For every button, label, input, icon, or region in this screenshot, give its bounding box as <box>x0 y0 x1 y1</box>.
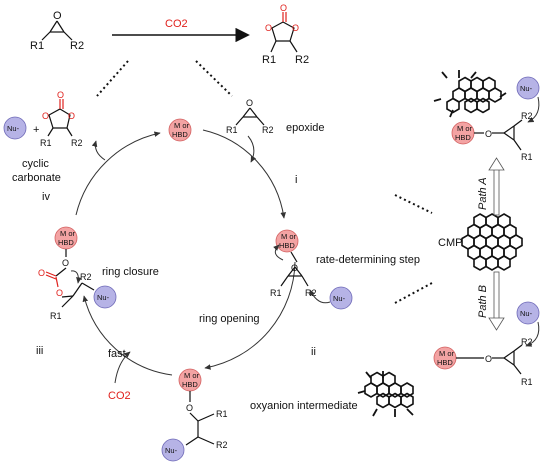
catalytic-cycle <box>75 129 296 376</box>
top-cyclic-carbonate: O O O R1 R2 <box>262 3 309 66</box>
product-nu-label: Nu- <box>7 124 20 133</box>
svg-text:O: O <box>57 90 64 100</box>
cmp-center: CMP <box>438 213 523 271</box>
catalyst-label-1: M or <box>174 121 190 130</box>
path-a-complex: Nu- M or HBD O R2 R1 <box>433 70 540 162</box>
svg-text:M or: M or <box>60 229 76 238</box>
arc-step-iii <box>82 295 173 376</box>
cyclic-carbonate-label-line1: cyclic <box>22 158 49 170</box>
fast-label: fast <box>108 348 126 360</box>
svg-text:O: O <box>280 3 287 13</box>
svg-text:O: O <box>62 258 69 268</box>
top-epoxide: O R1 R2 <box>30 10 84 52</box>
path-a: Path A <box>477 157 505 216</box>
svg-text:R2: R2 <box>71 138 83 148</box>
dotted-connector-path-a <box>394 194 433 214</box>
svg-text:HBD: HBD <box>279 241 295 250</box>
cyclic-carbonate-label-line2: carbonate <box>12 172 61 184</box>
arc-step-i <box>202 129 286 219</box>
svg-text:R2: R2 <box>295 54 309 66</box>
path-a-label: Path A <box>477 177 489 210</box>
top-co2-label: CO2 <box>165 18 188 30</box>
svg-text:O: O <box>38 268 45 278</box>
svg-text:O: O <box>265 23 272 33</box>
curved-arrow-co2-in <box>114 351 131 384</box>
svg-text:O: O <box>292 23 299 33</box>
svg-text:R2: R2 <box>80 272 92 282</box>
svg-text:O: O <box>291 263 298 273</box>
svg-text:HBD: HBD <box>58 238 74 247</box>
svg-text:R1: R1 <box>262 54 276 66</box>
svg-text:R2: R2 <box>262 125 274 135</box>
epoxide-label: epoxide <box>286 122 325 134</box>
ring-closure-label: ring closure <box>102 266 159 278</box>
svg-text:M or: M or <box>281 232 297 241</box>
path-b-complex: M or HBD O R2 R1 Nu- <box>357 301 540 417</box>
svg-text:Nu-: Nu- <box>97 293 110 302</box>
svg-text:R2: R2 <box>216 440 228 450</box>
svg-text:+: + <box>33 124 39 136</box>
svg-text:Nu-: Nu- <box>520 309 533 318</box>
svg-text:R1: R1 <box>270 288 282 298</box>
svg-text:R2: R2 <box>305 288 317 298</box>
svg-text:O: O <box>485 354 492 364</box>
dotted-connector-left <box>96 60 129 97</box>
svg-text:R1: R1 <box>40 138 52 148</box>
cmp-label: CMP <box>438 237 462 249</box>
svg-text:O: O <box>68 111 75 121</box>
svg-text:Nu-: Nu- <box>520 84 533 93</box>
svg-text:Nu-: Nu- <box>333 294 346 303</box>
svg-text:R1: R1 <box>226 125 238 135</box>
svg-text:R1: R1 <box>521 377 533 387</box>
substrate-epoxide: O R1 R2 epoxide <box>226 98 325 135</box>
product-cyclic-carbonate: Nu- + O O O R1 R2 cyclic carbonate <box>3 90 83 184</box>
svg-text:HBD: HBD <box>455 133 471 142</box>
dotted-connector-path-b <box>394 282 433 304</box>
svg-text:R1: R1 <box>50 311 62 321</box>
ring-opening-label: ring opening <box>199 313 260 325</box>
curved-arrow-carbonate-out <box>91 140 106 161</box>
svg-text:O: O <box>485 129 492 139</box>
svg-text:O: O <box>186 403 193 413</box>
rate-determining-step-label: rate-determining step <box>316 254 420 266</box>
svg-text:O: O <box>56 288 63 298</box>
svg-text:R1: R1 <box>521 152 533 162</box>
epoxide-o-atom: O <box>53 10 62 22</box>
oxyanion-intermediate-label: oxyanion intermediate <box>250 400 358 412</box>
step-iii-label: iii <box>36 345 43 357</box>
cycle-co2-label: CO2 <box>108 390 131 402</box>
step-ii-label: ii <box>311 346 316 358</box>
step-iv-label: iv <box>42 191 50 203</box>
svg-text:M or: M or <box>439 349 455 358</box>
activated-epoxide: M or HBD O R1 R2 Nu- rate-determining st… <box>199 229 420 325</box>
path-b: Path B <box>477 271 505 331</box>
svg-text:M or: M or <box>184 371 200 380</box>
svg-text:M or: M or <box>457 124 473 133</box>
carbonate-intermediate: M or HBD O O O R2 R1 Nu- ring closure <box>38 226 159 321</box>
path-b-label: Path B <box>477 285 489 318</box>
arc-step-iv <box>75 131 161 216</box>
top-r2-label: R2 <box>70 40 84 52</box>
svg-text:HBD: HBD <box>182 380 198 389</box>
step-i-label: i <box>295 174 297 186</box>
svg-text:R2: R2 <box>521 111 533 121</box>
catalyst-free: M or HBD <box>168 118 192 142</box>
dotted-connector-right <box>195 60 233 97</box>
arc-step-ii <box>204 261 296 370</box>
top-reaction: O R1 R2 CO2 O O O R1 R2 <box>30 3 309 66</box>
svg-text:O: O <box>246 98 253 108</box>
svg-text:Nu-: Nu- <box>165 446 178 455</box>
svg-text:HBD: HBD <box>437 358 453 367</box>
oxyanion-intermediate: M or HBD O R1 R2 Nu- oxyanion intermedia… <box>161 368 358 462</box>
svg-text:O: O <box>42 111 49 121</box>
svg-text:R1: R1 <box>216 409 228 419</box>
curved-arrow-epoxide-in <box>247 135 257 163</box>
top-r1-label: R1 <box>30 40 44 52</box>
catalyst-label-2: HBD <box>172 130 188 139</box>
